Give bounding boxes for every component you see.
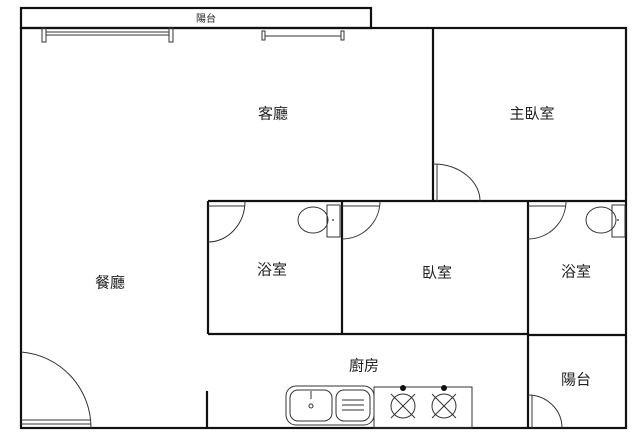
label-kitchen: 廚房 — [349, 357, 379, 375]
label-master-bedroom: 主臥室 — [509, 105, 554, 123]
label-living-room: 客廳 — [258, 105, 288, 123]
bathroom-2-door — [527, 200, 567, 240]
label-dining-room: 餐廳 — [95, 274, 125, 292]
burner-1-icon — [390, 393, 416, 419]
window-1 — [41, 27, 174, 43]
side-balcony-door — [527, 394, 563, 429]
label-bedroom: 臥室 — [422, 264, 452, 282]
outer-wall — [19, 26, 628, 430]
bedroom-door — [341, 200, 381, 240]
stove-icon — [373, 385, 473, 429]
label-balcony-top: 陽台 — [196, 12, 216, 25]
toilet-1-icon — [297, 204, 341, 238]
label-balcony-side: 陽台 — [561, 371, 591, 389]
window-2 — [261, 30, 345, 41]
burner-2-icon — [431, 393, 457, 419]
sink-icon — [285, 385, 375, 426]
bathroom-1-door — [207, 200, 246, 243]
master-bedroom-door — [432, 163, 481, 202]
entrance-door — [20, 351, 92, 429]
toilet-2-icon — [585, 204, 626, 238]
label-bathroom-1: 浴室 — [257, 261, 287, 279]
label-bathroom-2: 浴室 — [561, 263, 591, 281]
